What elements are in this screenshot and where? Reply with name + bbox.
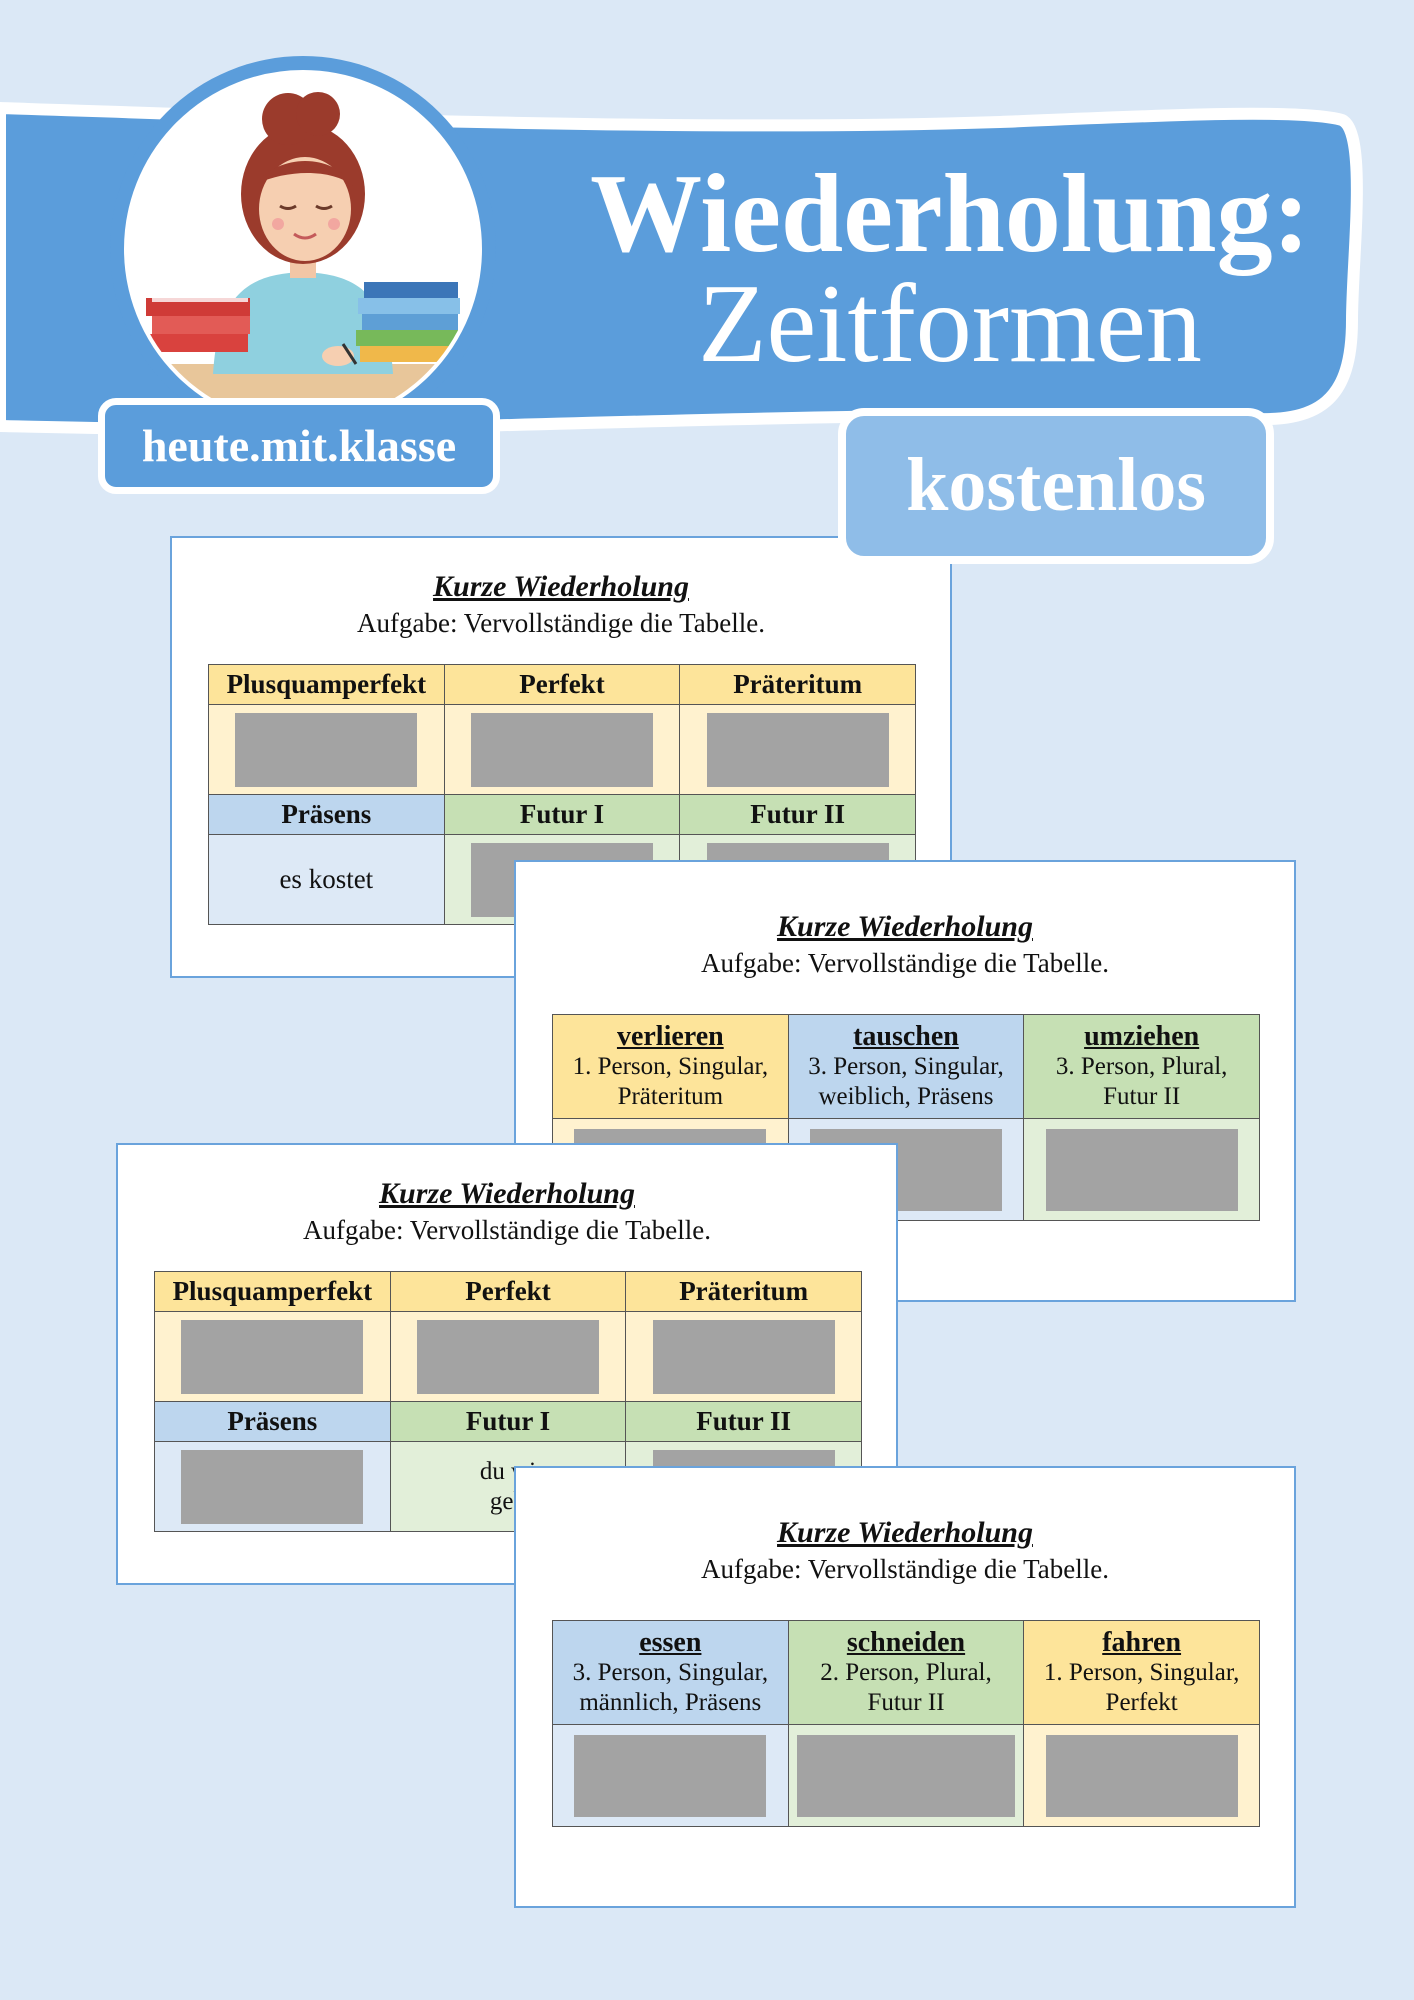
verb-label: fahren [1102,1626,1182,1658]
verb-desc-1: 3. Person, Singular, [572,1658,769,1686]
table-header: Futur I [389,1401,627,1442]
brand-label: heute.mit.klasse [98,398,500,494]
verb-label: tauschen [853,1020,959,1052]
answer-cell[interactable] [443,704,681,795]
answer-cell[interactable] [208,704,445,795]
table-header: Präsens [154,1401,391,1442]
answer-box[interactable] [652,1319,835,1394]
verb-header: umziehen 3. Person, Plural, Futur II [1023,1014,1260,1119]
verb-header: verlieren 1. Person, Singular, Präteritu… [552,1014,789,1119]
free-badge: kostenlos [838,408,1274,564]
table-header: Plusquamperfekt [154,1271,391,1312]
verb-label: essen [639,1626,702,1658]
verb-header: essen 3. Person, Singular, männlich, Prä… [552,1620,789,1725]
answer-box[interactable] [706,712,889,787]
answer-cell[interactable] [154,1441,391,1532]
answer-box[interactable] [181,1449,364,1524]
table-header: Präsens [208,794,445,835]
verb-desc-1: 3. Person, Singular, [808,1052,1004,1080]
table-header: Futur I [443,794,681,835]
answer-cell[interactable] [552,1724,789,1827]
table-header: Futur II [625,1401,862,1442]
teacher-illustration [110,56,496,442]
table-header: Futur II [679,794,916,835]
card-title: Kurze Wiederholung [777,910,1033,943]
verb-desc-2: Futur II [867,1688,945,1716]
teacher-icon [146,92,460,424]
verb-desc-1: 1. Person, Singular, [572,1052,769,1080]
card-title: Kurze Wiederholung [433,570,689,603]
page-title: Wiederholung: Zeitformen [520,158,1380,380]
verb-desc-1: 2. Person, Plural, [820,1658,992,1686]
verb-desc-2: Perfekt [1105,1688,1178,1716]
card-task: Aufgabe: Vervollständige die Tabelle. [701,1554,1109,1584]
verb-header: fahren 1. Person, Singular, Perfekt [1023,1620,1260,1725]
worksheet-card-4: Kurze Wiederholung Aufgabe: Vervollständ… [514,1466,1296,1908]
answer-box[interactable] [1045,1734,1238,1817]
answer-cell[interactable] [679,704,916,795]
verb-desc-2: Präteritum [617,1082,724,1110]
answer-cell[interactable] [787,1724,1025,1827]
table-header: Perfekt [443,664,681,705]
answer-cell[interactable] [154,1311,391,1402]
given-cell: es kostet [208,834,445,925]
header-banner: Wiederholung: Zeitformen heute.mit.klass… [0,0,1414,600]
answer-box[interactable] [235,712,418,787]
verb-label: umziehen [1084,1020,1200,1052]
answer-box[interactable] [574,1734,767,1817]
verb-desc-2: Futur II [1103,1082,1181,1110]
title-line-2: Zeitformen [698,262,1202,386]
table-header: Präteritum [679,664,916,705]
verb-desc-1: 1. Person, Singular, [1043,1658,1240,1686]
verb-label: schneiden [846,1626,966,1658]
verb-table: essen 3. Person, Singular, männlich, Prä… [552,1620,1260,1827]
card-task: Aufgabe: Vervollständige die Tabelle. [357,608,765,638]
table-header: Präteritum [625,1271,862,1312]
answer-box[interactable] [470,712,653,787]
answer-box[interactable] [1045,1128,1238,1211]
verb-desc-1: 3. Person, Plural, [1055,1052,1228,1080]
table-header: Perfekt [389,1271,627,1312]
card-task: Aufgabe: Vervollständige die Tabelle. [303,1215,711,1245]
verb-header: tauschen 3. Person, Singular, weiblich, … [787,1014,1025,1119]
verb-desc-2: weiblich, Präsens [818,1082,994,1110]
table-header: Plusquamperfekt [208,664,445,705]
worksheet-card-2: Kurze Wiederholung Aufgabe: Vervollständ… [514,860,1296,1302]
answer-box[interactable] [796,1734,1015,1817]
answer-cell[interactable] [389,1311,627,1402]
answer-box[interactable] [181,1319,364,1394]
card-title: Kurze Wiederholung [777,1516,1033,1549]
answer-cell[interactable] [1023,1118,1260,1221]
verb-header: schneiden 2. Person, Plural, Futur II [787,1620,1025,1725]
verb-label: verlieren [616,1020,724,1052]
verb-desc-2: männlich, Präsens [579,1688,762,1716]
card-title: Kurze Wiederholung [379,1177,635,1210]
answer-cell[interactable] [625,1311,862,1402]
card-task: Aufgabe: Vervollständige die Tabelle. [701,948,1109,978]
answer-cell[interactable] [1023,1724,1260,1827]
answer-box[interactable] [416,1319,599,1394]
title-line-1: Wiederholung: [590,152,1310,276]
